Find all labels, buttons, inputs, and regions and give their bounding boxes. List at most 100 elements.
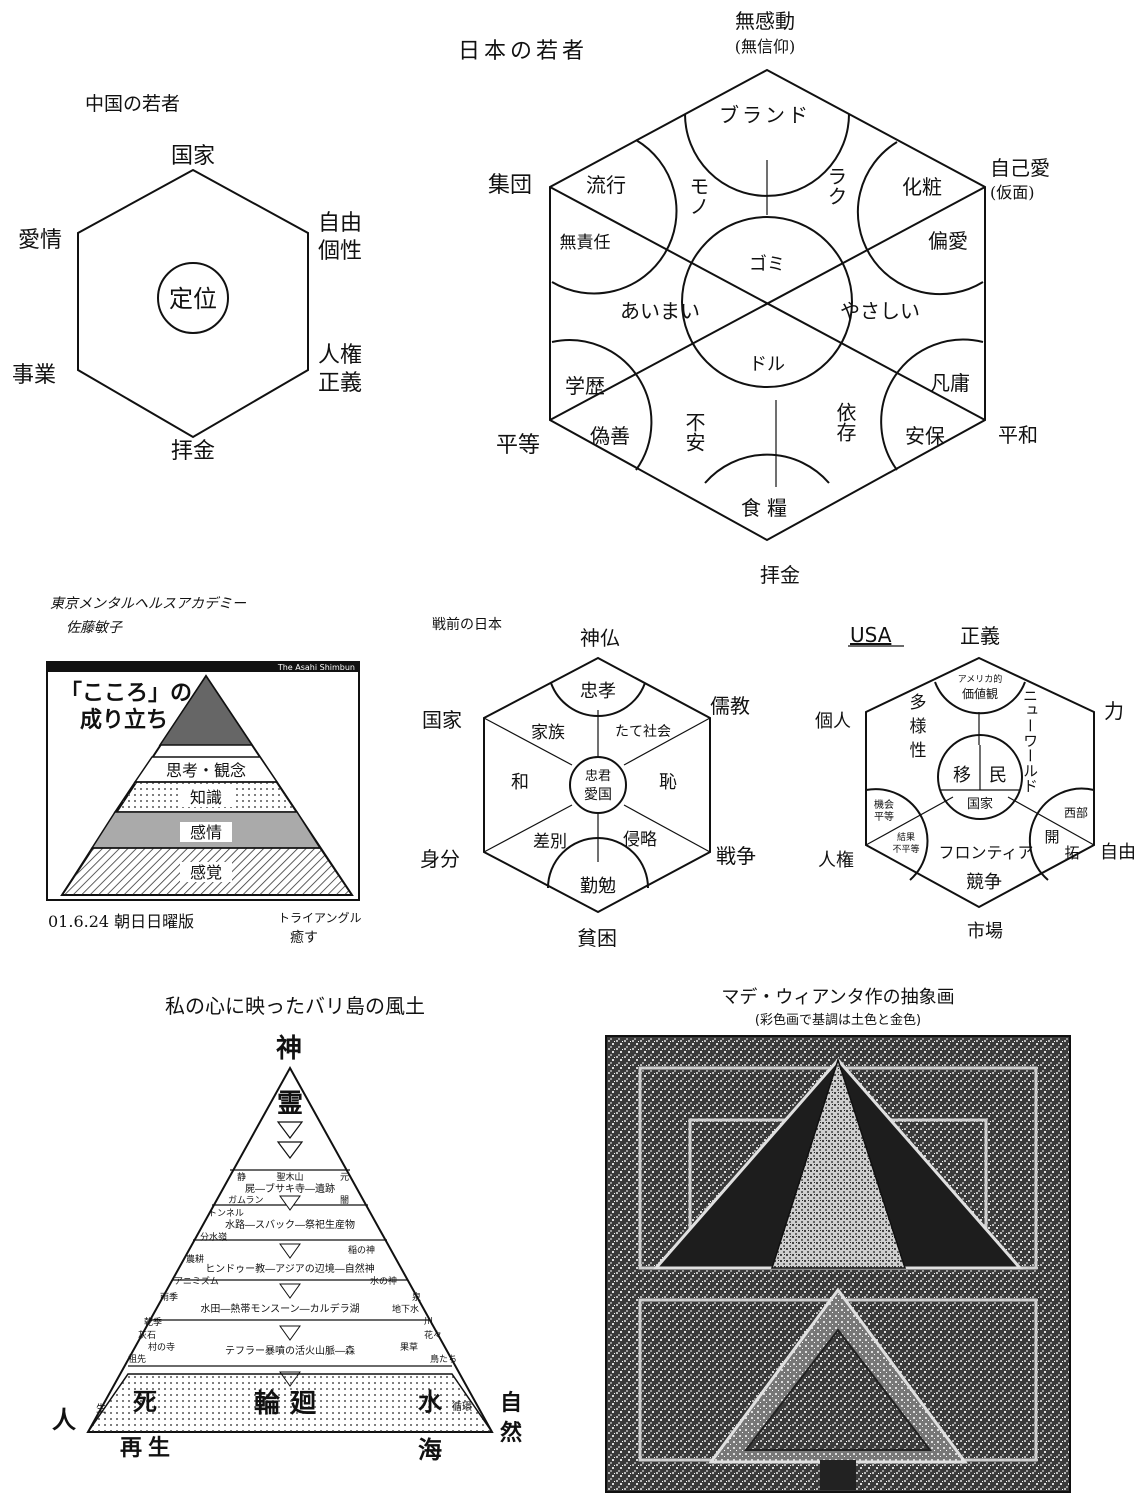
usa-cell-american-1: アメリカ的 — [958, 673, 1003, 685]
usa-cell-kaitaku-1: 開 — [1044, 828, 1059, 846]
bali-base-right: 水 — [418, 1387, 443, 1416]
bali-row4-left2: 乾季 — [144, 1316, 162, 1328]
usa-cell-american-2: 価値観 — [962, 686, 998, 701]
prewar-diagram: 戦前の日本 神仏 儒教 国家 戦争 身分 貧困 忠孝 家族 たて社会 和 恥 忠… — [420, 616, 756, 950]
prewar-bottom-right: 戦争 — [716, 844, 756, 868]
china-top-left: 愛情 — [18, 228, 62, 253]
bali-row3-center: ヒンドゥー教―アジアの辺境―自然神 — [205, 1262, 375, 1275]
japan-center-circle — [681, 216, 853, 388]
japan-top: 無感動 — [735, 9, 795, 33]
asahi-title-1: 「こころ」の — [60, 681, 192, 706]
bali-row4-right3: 川 — [424, 1317, 433, 1327]
usa-diagram: USA 正義 力 個人 自由 人権 市場 アメリカ的 価値観 多 様 性 ニュー… — [815, 623, 1136, 942]
japan-cell-kesho: 化粧 — [902, 175, 942, 199]
china-bottom-left: 事業 — [12, 363, 56, 388]
bali-under-right: 海 — [418, 1435, 442, 1464]
usa-title: USA — [850, 623, 892, 647]
china-center-circle — [157, 262, 229, 334]
bali-row5-left: 灰石 — [138, 1329, 156, 1341]
bali-row1-center: 屍―ブサキ寺―遺跡 — [245, 1182, 335, 1195]
usa-cell-kaitaku-2: 拓 — [1064, 844, 1079, 862]
bali-row3-right: 水の神 — [370, 1275, 397, 1287]
prewar-center-2: 愛国 — [584, 787, 612, 803]
bali-corner-left: 人 — [52, 1405, 76, 1434]
bali-row5-right: 花々 — [424, 1329, 442, 1341]
usa-bottom-left: 人権 — [818, 850, 854, 871]
prewar-title: 戦前の日本 — [432, 616, 502, 633]
japan-top-right: 自己愛 — [990, 156, 1050, 180]
note-line-2: 佐藤敏子 — [66, 620, 123, 636]
japan-bottom: 拝金 — [760, 563, 800, 587]
asahi-level-2: 知識 — [190, 788, 222, 807]
bali-base-junkan: 循環 — [452, 1400, 472, 1413]
china-top-right-1: 自由 — [318, 211, 362, 236]
bali-row5-right2: 果草 — [400, 1341, 418, 1353]
japan-cell-yasashii: やさしい — [840, 299, 920, 323]
usa-cell-newworld: ニューワールド — [1021, 688, 1039, 793]
prewar-cell-tateshakai: たて社会 — [615, 724, 671, 740]
asahi-header-bar — [47, 662, 359, 672]
bali-row1-left2: ガムラン — [228, 1195, 264, 1206]
japan-left-top: 集団 — [488, 173, 532, 198]
china-title: 中国の若者 — [85, 93, 180, 115]
japan-cell-raku: ラク — [824, 166, 848, 206]
prewar-center-1: 忠君 — [585, 769, 611, 784]
japan-cell-izon: 依存 — [833, 402, 857, 442]
japan-title: 日本の若者 — [458, 39, 588, 64]
bali-base-left: 死 — [133, 1387, 157, 1416]
japan-cell-doru: ドル — [749, 354, 785, 375]
bali-row5-center: テフラー暴噴の活火山脈―森 — [225, 1344, 355, 1357]
china-bottom-right-2: 正義 — [318, 371, 362, 396]
bali-base-sei: 生 — [96, 1402, 106, 1415]
japan-top-right-sub: (仮面) — [990, 183, 1035, 202]
bali-row2-right: 稲の神 — [348, 1244, 375, 1256]
usa-cell-tayo-2: 様 — [910, 717, 927, 737]
japan-right-bottom: 平和 — [998, 423, 1038, 447]
bali-row1-right2: 闇 — [340, 1195, 349, 1206]
china-center: 定位 — [169, 285, 217, 313]
usa-cell-frontier: フロンティア — [938, 843, 1033, 862]
usa-cell-tayo-3: 性 — [910, 741, 927, 761]
bali-base-center: 輪廻 — [254, 1388, 326, 1419]
prewar-center-circle — [569, 756, 627, 814]
asahi-figure: The Asahi Shimbun 「こころ」の 成り立ち 思考・観念 知識 感… — [46, 661, 362, 946]
usa-hexagon — [865, 656, 1095, 909]
prewar-top: 神仏 — [580, 626, 620, 650]
usa-cell-kokka: 国家 — [967, 796, 993, 812]
prewar-cell-haji: 恥 — [659, 772, 677, 793]
usa-cell-bodo-4: 不平等 — [892, 843, 919, 855]
asahi-level-3: 感情 — [190, 823, 222, 842]
usa-center-circle — [937, 734, 1023, 820]
usa-top-left: 個人 — [815, 711, 851, 732]
bali-row5-left2: 村の寺 — [148, 1341, 175, 1353]
bali-top: 神 — [276, 1034, 302, 1064]
usa-cell-tayo-1: 多 — [910, 693, 927, 713]
china-bottom: 拝金 — [171, 439, 215, 464]
bali-row5-right3: 鳥たち — [430, 1353, 457, 1365]
bali-corner-right-2: 然 — [500, 1420, 522, 1446]
bali-base-band — [86, 1373, 494, 1433]
china-diagram: 中国の若者 定位 国家 自由 個性 愛情 人権 正義 事業 拝金 — [12, 93, 362, 464]
usa-cell-imin-1: 移 — [953, 765, 971, 786]
prewar-cell-kinben: 勤勉 — [580, 876, 616, 897]
bali-row4-left: 雨季 — [160, 1291, 178, 1303]
japan-cell-gomi: ゴミ — [749, 254, 785, 275]
bali-title: 私の心に映ったバリ島の風土 — [165, 994, 425, 1018]
china-bottom-right-1: 人権 — [318, 343, 362, 368]
china-top: 国家 — [171, 144, 215, 169]
bali-row1-left: 静 — [237, 1171, 246, 1183]
note-line-1: 東京メンタルヘルスアカデミー — [50, 596, 247, 612]
bali-row3-left2: アニミズム — [174, 1275, 219, 1287]
japan-cell-gakureki: 学歴 — [565, 374, 605, 398]
bali-row1-mid: 聖木山 — [276, 1171, 303, 1183]
japan-diagram: 日本の若者 無感動 (無信仰) 自己愛 (仮面) 集団 平和 平等 拝金 ブラン… — [458, 9, 1050, 587]
asahi-caption-date: 01.6.24 朝日日曜版 — [48, 912, 194, 931]
bali-row3-left: 農耕 — [186, 1253, 204, 1265]
usa-bottom-right: 自由 — [1100, 842, 1136, 863]
bali-row5-left3: 祖先 — [128, 1353, 146, 1365]
prewar-top-left: 国家 — [422, 708, 462, 732]
bali-row4-center: 水田―熱帯モンスーン―カルデラ湖 — [200, 1302, 359, 1315]
prewar-bottom: 貧困 — [577, 926, 617, 950]
japan-cell-aimai: あいまい — [620, 299, 700, 323]
bali-row2-left: トンネル — [208, 1208, 244, 1219]
